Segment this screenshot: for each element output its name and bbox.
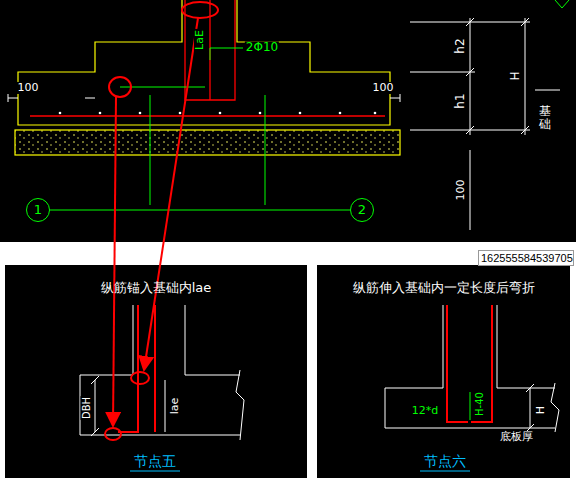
dimension-text: 100 (17, 82, 40, 94)
bent-rebar (471, 305, 492, 422)
leader-line (210, 48, 243, 60)
axis-line (150, 95, 151, 205)
dimension-text: 底板厚 (499, 431, 534, 443)
rebar-note: 2Φ10 (245, 41, 279, 54)
detail-panel: 纵筋锚入基础内lae 节点五 (5, 265, 307, 478)
axis-number: 1 (34, 203, 42, 217)
footing-outline (18, 0, 390, 125)
node-name: 节点六 (424, 454, 466, 469)
cad-ground (0, 0, 576, 242)
node-five-outline (80, 305, 244, 440)
dimension-text: H-40 (474, 391, 485, 417)
dimension-text: h1 (454, 92, 467, 109)
callout-circle (131, 372, 149, 384)
bedding-layer (15, 130, 400, 155)
underline (130, 471, 180, 472)
callout-circle (105, 428, 121, 440)
bent-rebar (447, 305, 468, 422)
axis-line (50, 210, 350, 211)
node-name: 节点五 (134, 454, 176, 469)
dimension-text: 100 (455, 179, 467, 202)
callout-circle (182, 2, 218, 18)
dimension-text: LaE (194, 29, 206, 51)
leader-line (120, 87, 205, 88)
dimension-line (470, 392, 471, 420)
dimension-lines (8, 18, 560, 230)
dimension-text: H (535, 405, 547, 415)
dimension-text: h2 (454, 37, 467, 54)
underline (420, 471, 470, 472)
panel-title: 纵筋伸入基础内一定长度后弯折 (353, 281, 535, 295)
dimension-text: 12*d (411, 405, 439, 417)
axis-number: 2 (358, 203, 366, 217)
dimension-text: 100 (372, 82, 395, 94)
rebar-dots (59, 112, 377, 115)
dimension-text: lae (169, 397, 181, 416)
bottom-rebar (30, 115, 385, 116)
panel-ground (317, 265, 570, 478)
callout-arrow (113, 96, 116, 426)
callout-circle (109, 77, 131, 97)
anchored-rebar (118, 305, 138, 432)
level-mark (555, 0, 569, 8)
node-six-outline (385, 305, 559, 432)
dimension-text: DBH (81, 396, 92, 420)
axis-bubble: 2 (350, 198, 374, 222)
dimension-text: 基础 (538, 105, 552, 131)
axis-bubble: 1 (26, 198, 50, 222)
anchored-rebar (154, 305, 156, 432)
axis-line (265, 95, 266, 205)
tooltip-text: 162555584539705 (481, 252, 573, 264)
panel-title: 纵筋锚入基础内lae (101, 281, 212, 295)
tooltip-box: 162555584539705 (478, 250, 574, 266)
callout-arrow (144, 18, 198, 370)
dimension-text: H (509, 70, 522, 81)
detail-panel: 纵筋伸入基础内一定长度后弯折节点六 (317, 265, 570, 478)
